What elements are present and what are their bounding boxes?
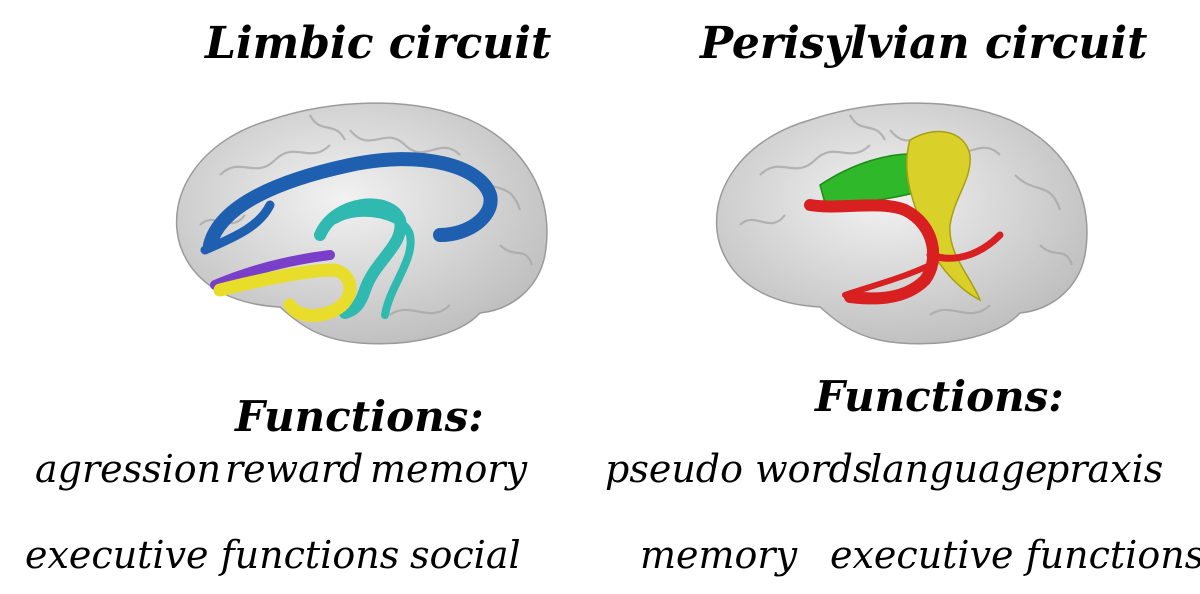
perisylvian-brain-image [715,102,1088,345]
function-item: agression [35,447,222,491]
brain-surface [715,102,1088,345]
purple-tract [210,250,335,290]
function-item: praxis [1045,447,1164,491]
function-item: memory [640,533,798,577]
function-item: social [410,533,521,577]
perisylvian-functions-heading: Functions: [815,372,1064,421]
perisylvian-title: Perisylvian circuit [700,18,1148,69]
teal-tract [314,198,407,319]
limbic-functions-heading: Functions: [235,392,484,441]
function-item: reward [225,447,364,491]
red-tract [804,199,940,305]
function-item: pseudo words [605,447,873,491]
yellow-tract [213,263,357,322]
blue-tract [203,152,498,252]
function-item: memory [370,447,528,491]
function-item: executive functions [830,533,1200,577]
limbic-title: Limbic circuit [205,18,552,69]
limbic-brain-image [175,102,548,345]
function-item: language [870,447,1048,491]
function-item: executive functions [25,533,400,577]
